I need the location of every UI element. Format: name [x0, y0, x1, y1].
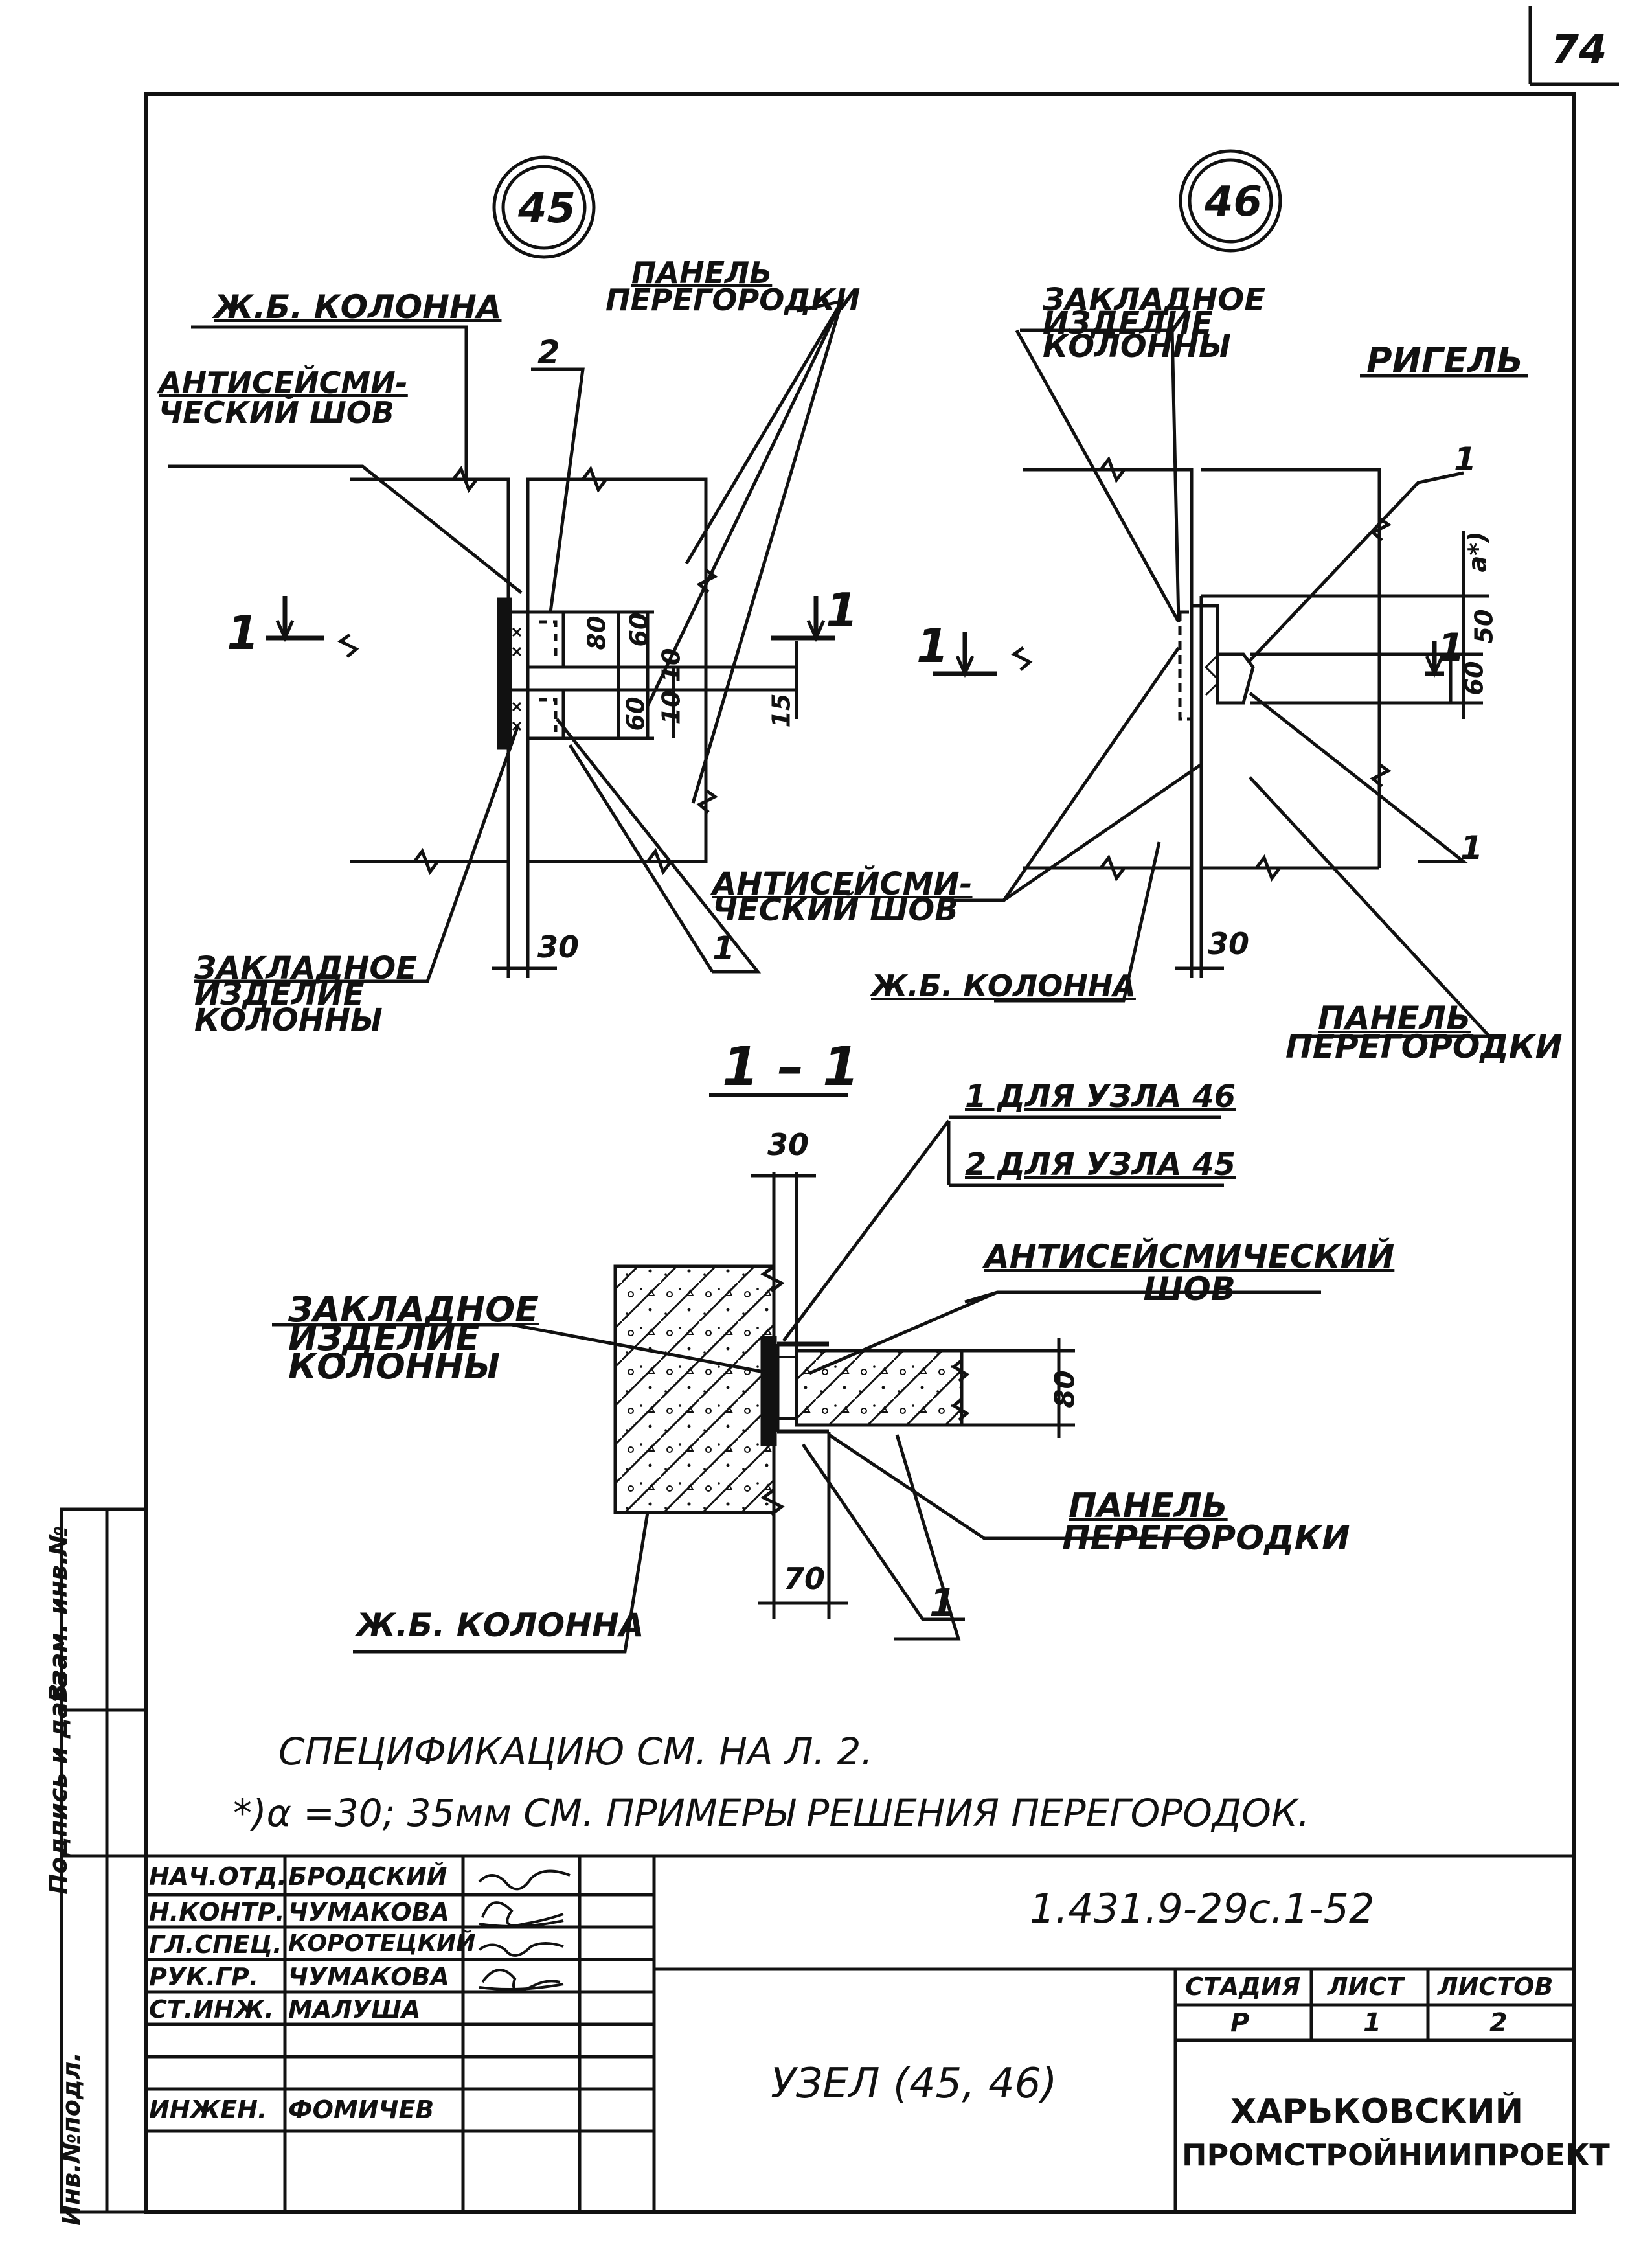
node-46-dim-60: 60 — [1460, 661, 1489, 696]
node-45-dim-60-bottom: 60 — [621, 696, 650, 731]
node-45-section-mark-left: 1 — [227, 606, 260, 660]
node-45-dim-30: 30 — [537, 930, 580, 965]
section-title: 1 – 1 — [722, 1036, 860, 1098]
role-2: ГЛ.СПЕЦ. — [149, 1930, 282, 1959]
node-46-beam-label: РИГЕЛЬ — [1366, 340, 1524, 381]
node-46-section-mark-right: 1 — [1438, 625, 1465, 670]
node-46-callout-1-top: 1 — [1454, 440, 1477, 478]
section-embed-label: ЗАКЛАДНОЕ ИЗДЕЛИЕ КОЛОННЫ — [288, 1289, 539, 1387]
node-46-embed-label: ЗАКЛАДНОЕ ИЗДЕЛИЕ КОЛОННЫ — [1043, 282, 1266, 365]
section-1-1-drawing — [272, 1093, 1321, 1654]
name-1: ЧУМАКОВА — [288, 1898, 449, 1926]
drawing-frame — [144, 92, 1576, 2214]
sheets-header: ЛИСТОВ — [1438, 1972, 1554, 2001]
section-legend-1: 1 ДЛЯ УЗЛА 46 — [965, 1079, 1236, 1115]
node-46-panel-label: ПАНЕЛЬ ПЕРЕГОРОДКИ — [1285, 999, 1563, 1066]
side-strip-replacement-label: Взам. инв.№ — [44, 1525, 73, 1703]
section-legend-2: 2 ДЛЯ УЗЛА 45 — [965, 1147, 1236, 1183]
node-45-dim-10-a: 10 — [657, 648, 686, 683]
name-3: ЧУМАКОВА — [288, 1963, 449, 1991]
node-45-callout-2: 2 — [537, 334, 560, 371]
node-46-marker — [1179, 149, 1282, 253]
name-0: БРОДСКИЙ — [288, 1862, 447, 1891]
drawing-title: УЗЕЛ (45, 46) — [771, 2060, 1058, 2108]
role-6: ИНЖЕН. — [149, 2095, 267, 2124]
section-dim-30: 30 — [767, 1127, 809, 1162]
section-seismic-joint-label: АНТИСЕЙСМИЧЕСКИЙ ШОВ — [984, 1238, 1395, 1308]
page-number-frame — [1528, 6, 1619, 86]
role-4: СТ.ИНЖ. — [149, 1995, 274, 2024]
note-a-value: *)α =30; 35мм СМ. ПРИМЕРЫ РЕШЕНИЯ ПЕРЕГО… — [233, 1791, 1310, 1835]
node-45-marker — [492, 155, 596, 259]
node-46-dim-a: a*) — [1463, 531, 1492, 573]
section-dim-80: 80 — [1048, 1370, 1081, 1408]
node-46-column-label: Ж.Б. КОЛОННА — [871, 968, 1136, 1003]
section-dim-70: 70 — [784, 1561, 826, 1596]
node-45-callout-1: 1 — [712, 930, 735, 967]
side-strip — [60, 1507, 148, 2214]
node-46-section-mark-left: 1 — [916, 619, 949, 673]
node-45-seismic-joint-label: АНТИСЕЙСМИ- ЧЕСКИЙ ШОВ — [159, 365, 408, 430]
organization-line-1: ХАРЬКОВСКИЙ — [1230, 2092, 1524, 2131]
name-4: МАЛУША — [288, 1995, 421, 2024]
section-column — [613, 1264, 776, 1514]
sheet-value: 1 — [1363, 2008, 1381, 2038]
node-46-dim-30: 30 — [1208, 926, 1250, 961]
name-2: КОРОТЕЦКИЙ — [288, 1930, 476, 1957]
sheet-header: ЛИСТ — [1328, 1972, 1404, 2001]
node-45-drawing — [168, 155, 846, 983]
node-45-embed-label: ЗАКЛАДНОЕ ИЗДЕЛИЕ КОЛОННЫ — [194, 950, 418, 1038]
role-3: РУК.ГР. — [149, 1963, 259, 1991]
signatures — [478, 1869, 571, 1992]
node-46-drawing — [933, 149, 1528, 1038]
sheet-number: 74 — [1551, 26, 1607, 73]
node-45-dim-60-top: 60 — [624, 612, 653, 647]
section-panel — [795, 1349, 964, 1427]
node-45-dim-10-b: 10 — [657, 690, 686, 725]
node-46-callout-1-bottom: 1 — [1460, 829, 1483, 867]
sheets-value: 2 — [1489, 2008, 1508, 2038]
node-46-dim-50: 50 — [1469, 609, 1499, 644]
node-46-seismic-joint-label: АНТИСЕЙСМИ- ЧЕСКИЙ ШОВ — [712, 866, 973, 928]
role-0: НАЧ.ОТД. — [149, 1862, 287, 1891]
node-45-dim-15: 15 — [767, 693, 796, 728]
name-6: ФОМИЧЕВ — [288, 2095, 435, 2124]
side-strip-inv-label: Инв.№подл. — [57, 2052, 85, 2226]
drawing-designation: 1.431.9-29с.1-52 — [1030, 1885, 1375, 1932]
node-45-dim-80: 80 — [582, 615, 611, 650]
organization-line-2: ПРОМСТРОЙНИИПРОЕКТ — [1182, 2138, 1610, 2173]
role-1: Н.КОНТР. — [149, 1898, 285, 1926]
title-block-lines — [146, 1854, 1574, 2212]
node-45-section-mark-right: 1 — [826, 583, 859, 637]
note-specification: СПЕЦИФИКАЦИЮ СМ. НА Л. 2. — [278, 1730, 873, 1774]
node-45-panel-label: ПАНЕЛЬ ПЕРЕГОРОДКИ — [605, 255, 861, 317]
node-45-marker-label: 45 — [518, 185, 576, 233]
stage-value: Р — [1230, 2008, 1250, 2038]
section-panel-label: ПАНЕЛЬ ПЕРЕГОРОДКИ — [1062, 1487, 1350, 1558]
node-46-marker-label: 46 — [1205, 178, 1263, 226]
section-column-label: Ж.Б. КОЛОННА — [356, 1606, 644, 1644]
section-callout-1: 1 — [929, 1581, 956, 1626]
stage-header: СТАДИЯ — [1185, 1972, 1301, 2001]
node-45-column-label: Ж.Б. КОЛОННА — [214, 288, 502, 326]
